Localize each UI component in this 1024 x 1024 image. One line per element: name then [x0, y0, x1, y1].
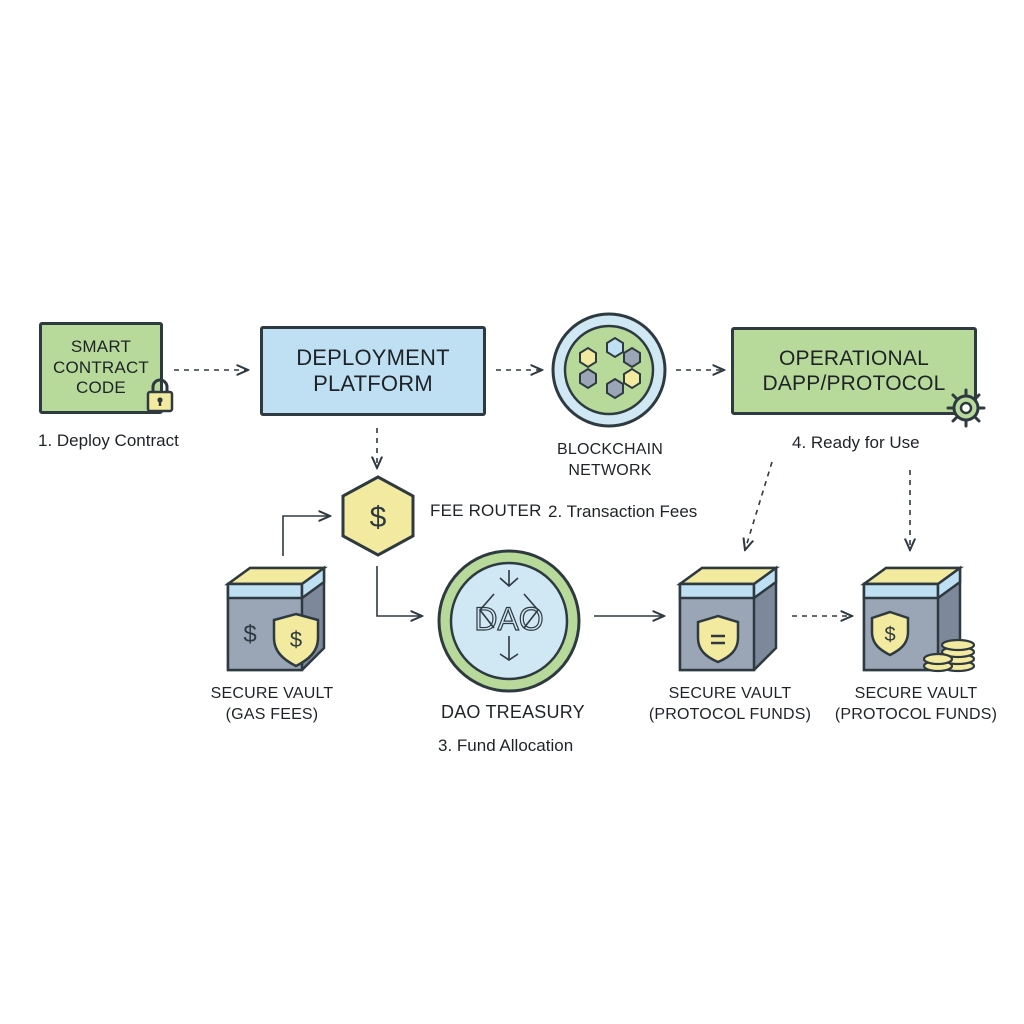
blockchain-network-line-2: NETWORK [568, 461, 652, 479]
operational-dapp-box: OPERATIONAL DAPP/PROTOCOL [731, 327, 977, 415]
protocol-vault-1-icon [676, 565, 780, 672]
protocol-vault-2-icon: $ [860, 565, 976, 673]
hexagon-icon: $ [341, 475, 415, 557]
gas-vault-shield-symbol: $ [290, 627, 302, 652]
dao-logo [478, 570, 540, 661]
smart-contract-line-2: CONTRACT [52, 357, 150, 377]
blockchain-network-label: BLOCKCHAIN NETWORK [548, 440, 672, 482]
shield-icon [696, 614, 740, 664]
blockchain-network-icon [551, 312, 667, 428]
operational-dapp-line-2: DAPP/PROTOCOL [762, 372, 946, 395]
protocol-vault-1-line-2: (PROTOCOL FUNDS) [648, 705, 812, 723]
step-3-label: 3. Fund Allocation [438, 736, 574, 755]
protocol-vault-2-line-2: (PROTOCOL FUNDS) [834, 705, 998, 723]
dao-treasury-icon: DAO [437, 549, 581, 693]
gas-vault-line-1: SECURE VAULT [210, 685, 334, 702]
padlock-icon [146, 378, 174, 413]
dao-logo-text: DAO [474, 601, 543, 637]
deployment-platform-line-1: DEPLOYMENT [296, 344, 450, 370]
gas-fees-vault-label: SECURE VAULT (GAS FEES) [204, 684, 340, 726]
gas-vault-line-2: (GAS FEES) [225, 705, 319, 723]
gas-fees-vault-icon: $ $ [224, 565, 328, 672]
fee-router-symbol: $ [370, 501, 387, 534]
gear-icon [946, 388, 986, 428]
protocol-vault-2-line-1: SECURE VAULT [854, 685, 978, 702]
protocol-vault-2-label: SECURE VAULT (PROTOCOL FUNDS) [834, 684, 998, 726]
step-1-label: 1. Deploy Contract [38, 431, 179, 450]
dao-treasury-label: DAO TREASURY [441, 702, 585, 722]
smart-contract-code-box: SMART CONTRACT CODE [39, 322, 163, 414]
arrow-gas-vault-to-fee-router [282, 516, 330, 556]
deployment-platform-line-2: PLATFORM [313, 371, 433, 396]
deployment-platform-box: DEPLOYMENT PLATFORM [260, 326, 486, 416]
protocol-vault-1-label: SECURE VAULT (PROTOCOL FUNDS) [648, 684, 812, 726]
step-4-label: 4. Ready for Use [792, 433, 920, 452]
coin-stack-icon [922, 638, 976, 673]
operational-dapp-line-1: OPERATIONAL [778, 346, 929, 370]
smart-contract-line-1: SMART [70, 337, 132, 357]
shield-icon [870, 610, 910, 657]
step-2-label: 2. Transaction Fees [548, 502, 698, 521]
fee-router-label: FEE ROUTER [430, 501, 542, 520]
arrow-dapp-to-protocol-vault [745, 461, 773, 550]
protocol-vault-2-shield-symbol: $ [884, 624, 895, 646]
arrow-fee-router-to-dao [376, 566, 422, 616]
gas-vault-symbol: $ [243, 621, 256, 648]
blockchain-network-line-1: BLOCKCHAIN [556, 441, 664, 458]
smart-contract-line-3: CODE [76, 378, 126, 398]
protocol-vault-1-line-1: SECURE VAULT [668, 685, 792, 702]
